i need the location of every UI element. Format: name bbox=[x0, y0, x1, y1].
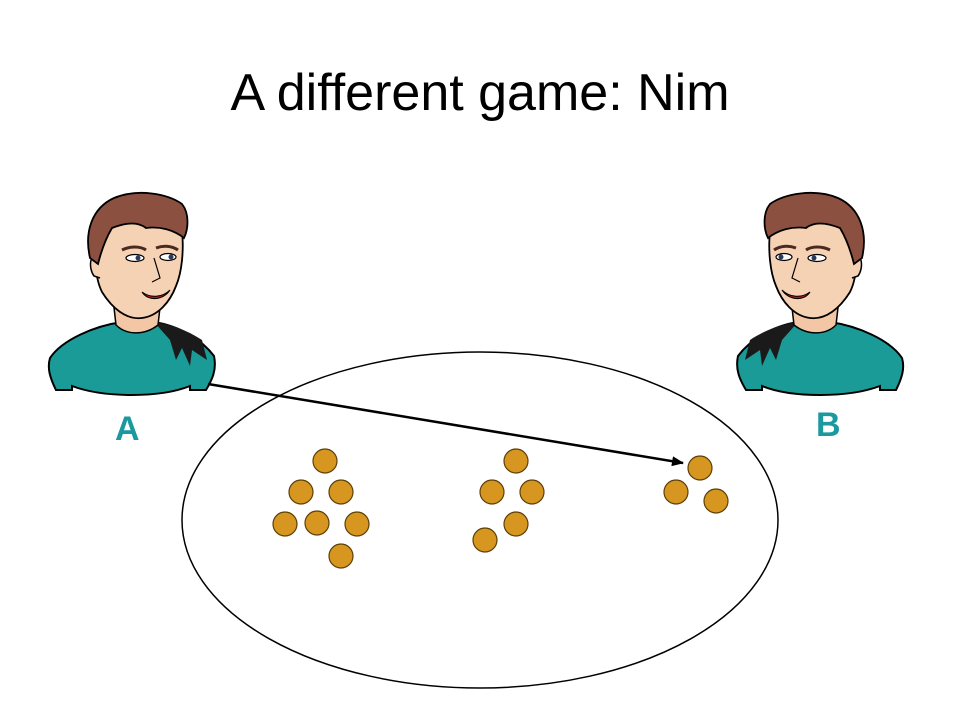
coin bbox=[703, 488, 729, 514]
coin bbox=[288, 479, 314, 505]
coin bbox=[503, 448, 529, 474]
coin bbox=[304, 510, 330, 536]
move-arrow bbox=[207, 382, 684, 467]
player-a-label: A bbox=[115, 410, 140, 448]
player-b-label: B bbox=[816, 406, 841, 444]
coin bbox=[663, 479, 689, 505]
player-a-icon bbox=[47, 191, 217, 397]
board-ellipse bbox=[181, 351, 779, 689]
coin bbox=[687, 455, 713, 481]
coin bbox=[503, 511, 529, 537]
coin bbox=[472, 527, 498, 553]
player-b-icon bbox=[735, 191, 905, 397]
coin bbox=[328, 543, 354, 569]
coin bbox=[519, 479, 545, 505]
heap-1 bbox=[272, 448, 370, 569]
coin bbox=[479, 479, 505, 505]
coin bbox=[312, 448, 338, 474]
slide-title: A different game: Nim bbox=[230, 64, 730, 122]
heap-3 bbox=[663, 455, 729, 514]
coin bbox=[328, 479, 354, 505]
coin bbox=[344, 511, 370, 537]
coin bbox=[272, 511, 298, 537]
heap-2 bbox=[472, 448, 545, 553]
